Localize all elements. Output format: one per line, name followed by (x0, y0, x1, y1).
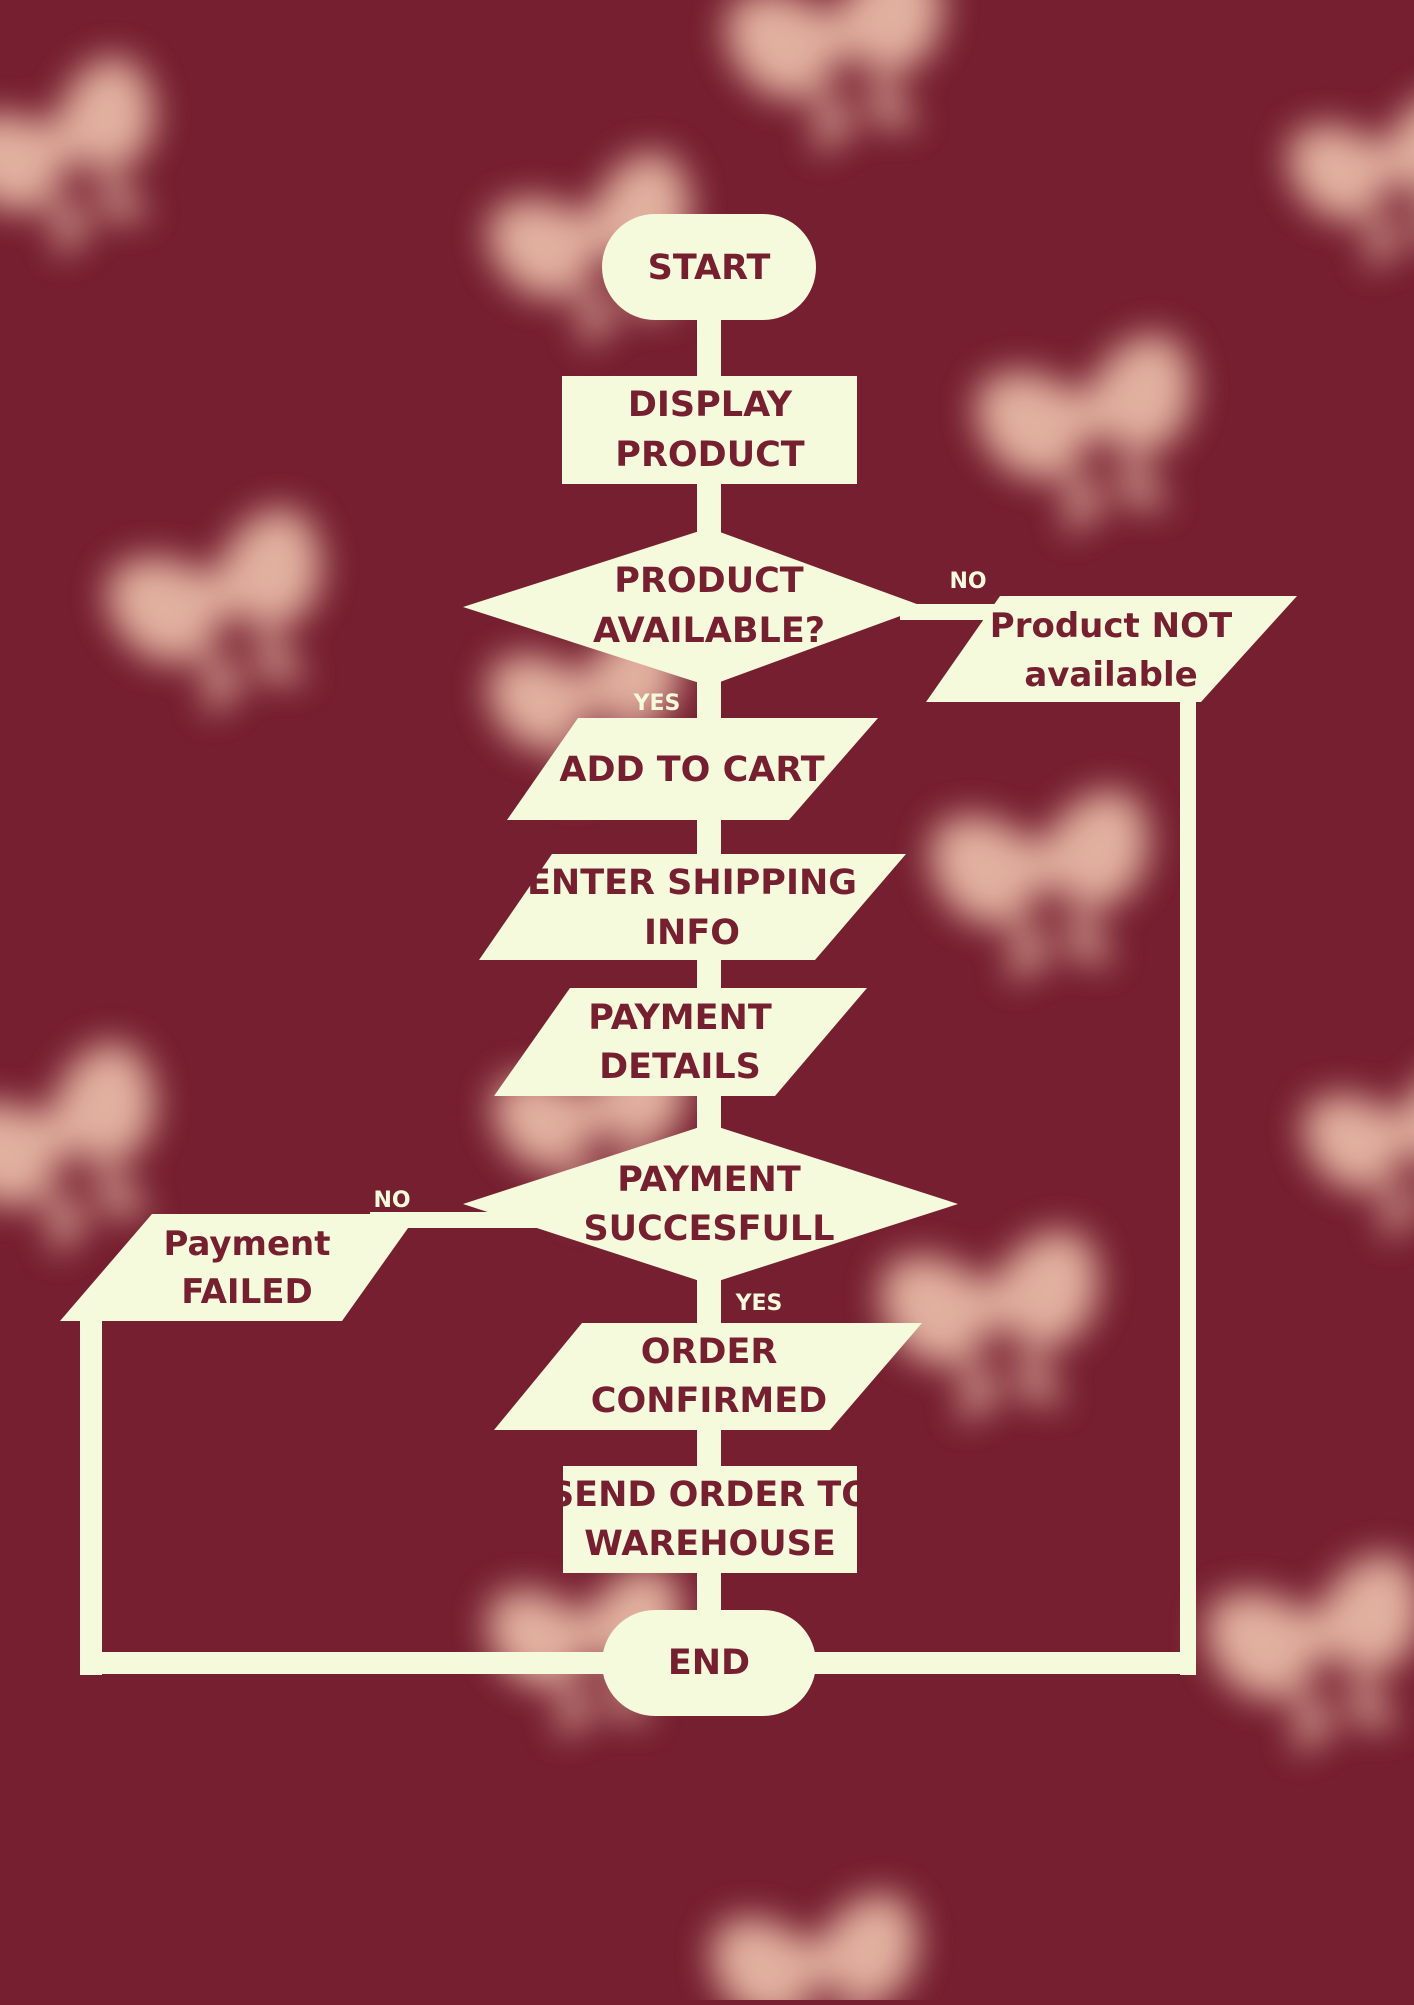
payment-failed-node: Payment FAILED (60, 1214, 418, 1321)
product-no-label: NO (949, 569, 986, 594)
enter-shipping-line2: INFO (644, 913, 740, 953)
send-order-line1: SEND ORDER TO (549, 1475, 871, 1515)
bow-icon (717, 0, 974, 171)
product-available-line1: PRODUCT (614, 561, 804, 601)
payment-details-line2: DETAILS (599, 1047, 761, 1087)
payment-successful-line1: PAYMENT (617, 1160, 801, 1200)
order-confirmed-line2: CONFIRMED (591, 1381, 827, 1421)
send-order-node: SEND ORDER TO WAREHOUSE (549, 1466, 871, 1573)
product-not-available-line1: Product NOT (990, 606, 1233, 646)
right-bottom-line (800, 1652, 1196, 1674)
order-confirmed-line1: ORDER (641, 1332, 778, 1372)
payment-no-label: NO (373, 1188, 410, 1213)
payment-successful-line2: SUCCESFULL (583, 1209, 834, 1249)
enter-shipping-node: ENTER SHIPPING INFO (479, 854, 906, 960)
product-yes-label: YES (633, 691, 681, 716)
order-confirmed-node: ORDER CONFIRMED (494, 1323, 922, 1430)
add-to-cart-label: ADD TO CART (559, 750, 824, 790)
display-product-line1: DISPLAY (628, 385, 793, 425)
product-available-decision: PRODUCT AVAILABLE? (463, 528, 925, 686)
product-not-available-node: Product NOT available (926, 596, 1297, 702)
bow-icon (924, 784, 1170, 994)
display-product-node: DISPLAY PRODUCT (562, 376, 857, 484)
payment-successful-decision: PAYMENT SUCCESFULL (463, 1124, 958, 1284)
bow-icon (0, 46, 199, 282)
bow-icon (1295, 1054, 1414, 1254)
product-available-line2: AVAILABLE? (593, 611, 825, 651)
start-node: START (602, 214, 816, 320)
product-not-available-line2: available (1024, 655, 1197, 695)
start-label: START (648, 248, 771, 288)
main-flow-line (697, 315, 721, 1640)
display-product-line2: PRODUCT (615, 435, 805, 475)
right-return-line (1180, 700, 1196, 1675)
bow-icon (967, 326, 1224, 551)
payment-failed-line2: FAILED (181, 1272, 312, 1312)
left-bottom-line (80, 1652, 620, 1674)
payment-yes-label: YES (735, 1291, 783, 1316)
payment-details-node: PAYMENT DETAILS (494, 988, 867, 1096)
enter-shipping-line1: ENTER SHIPPING (527, 863, 857, 903)
end-node: END (602, 1610, 816, 1716)
bow-icon (705, 1888, 938, 2005)
end-label: END (668, 1643, 750, 1683)
left-return-line (80, 1315, 102, 1675)
bow-icon (1197, 1546, 1414, 1771)
payment-details-line1: PAYMENT (588, 998, 772, 1038)
send-order-line2: WAREHOUSE (584, 1524, 836, 1564)
bow-icon (1280, 84, 1414, 284)
payment-failed-line1: Payment (163, 1224, 330, 1264)
add-to-cart-node: ADD TO CART (507, 718, 878, 820)
bow-icon (96, 498, 361, 736)
